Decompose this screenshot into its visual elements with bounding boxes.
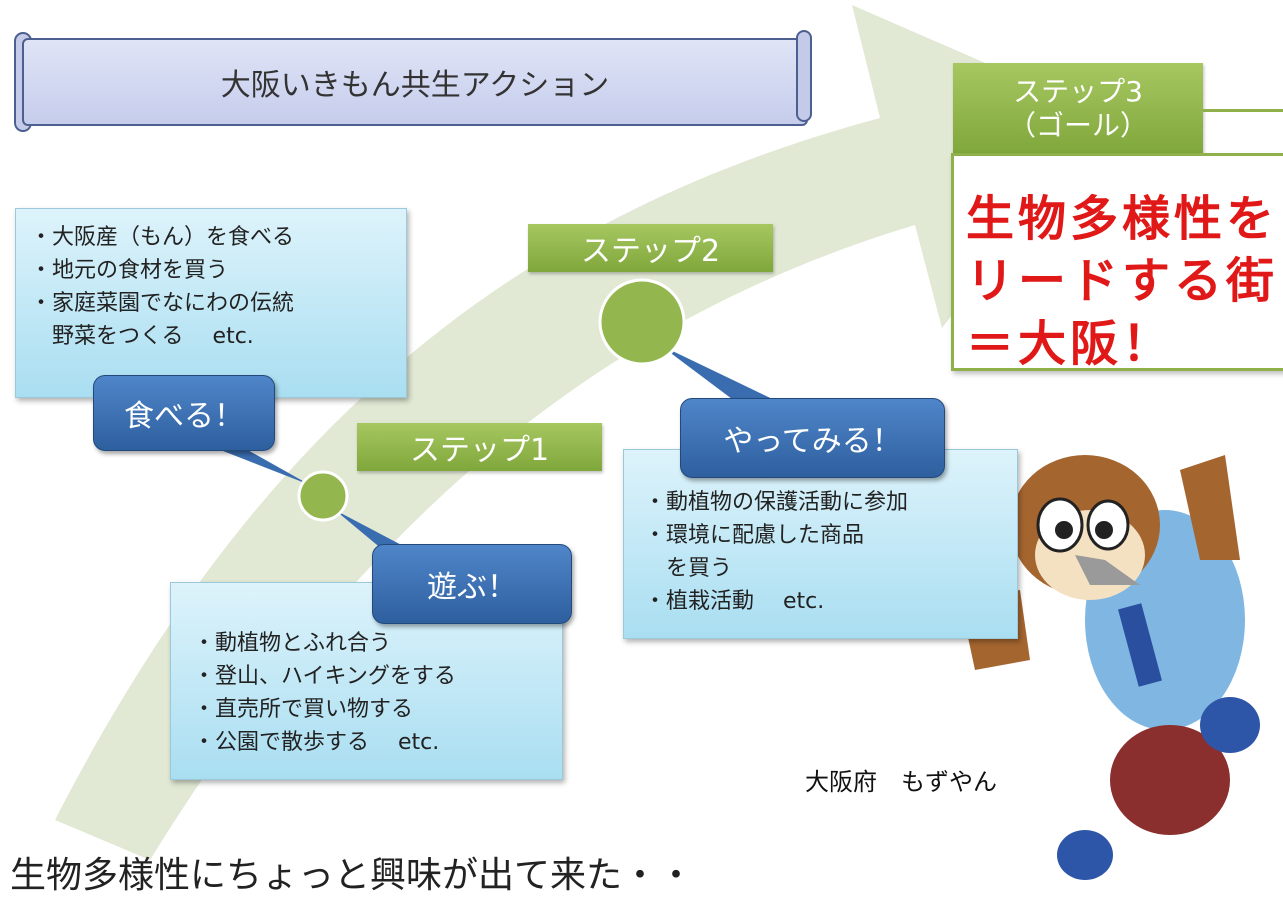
step2-label: ステップ2 [528,224,773,272]
goal-line-3: ＝大阪！ [966,315,1175,372]
mascot-caption: 大阪府 もずやん [805,768,997,796]
play-item: 登山、ハイキングをする [193,660,562,693]
step3-label: ステップ3 （ゴール） [953,63,1203,155]
eat-item: 大阪産（もん）を食べる [30,221,406,254]
goal-box: 生物多様性を リードする街 ＝大阪！ [951,153,1283,372]
step3-subtitle: （ゴール） [1007,109,1148,142]
step2-title: ステップ2 [580,234,721,269]
callout-eat-tail [195,440,310,485]
step2-circle [598,278,686,366]
step1-circle [297,470,349,522]
callout-try-label: やってみる！ [723,424,902,459]
try-item: 植栽活動 etc. [644,585,1017,618]
try-item: 動植物の保護活動に参加 [644,486,1017,519]
eat-item: 地元の食材を買う [30,254,406,287]
callout-eat-label: 食べる！ [124,399,244,434]
goal-line-2: リードする街 [966,253,1279,310]
page-title: 大阪いきもん共生アクション [220,68,610,103]
play-item: 公園で散歩する etc. [193,726,562,759]
banner-roll-right [796,30,812,122]
step3-title: ステップ3 [1013,75,1143,109]
goal-line-1: 生物多様性を [966,191,1279,247]
step1-title: ステップ1 [409,433,550,468]
callout-try: やってみる！ [680,398,945,478]
arrow-shape [55,5,1105,860]
eat-info-box: 大阪産（もん）を食べる 地元の食材を買う 家庭菜園でなにわの伝統 野菜をつくる … [15,208,407,398]
eat-item: 家庭菜園でなにわの伝統 [30,287,406,320]
try-item-continued: を買う [666,556,733,581]
play-item: 直売所で買い物する [193,693,562,726]
try-item: 環境に配慮した商品 [644,519,1017,552]
eat-item-continued: 野菜をつくる etc. [52,324,254,349]
bottom-message: 生物多様性にちょっと興味が出て来た・・ [10,855,695,896]
goal-border-line [1203,109,1283,112]
play-item: 動植物とふれ合う [193,627,562,660]
try-info-box: 動植物の保護活動に参加 環境に配慮した商品 を買う 植栽活動 etc. [623,449,1018,639]
title-banner: 大阪いきもん共生アクション [22,38,808,126]
callout-eat: 食べる！ [93,375,275,451]
step1-label: ステップ1 [357,423,602,471]
callout-play: 遊ぶ！ [372,544,572,624]
callout-play-label: 遊ぶ！ [427,570,517,605]
callout-try-tail [660,345,785,405]
